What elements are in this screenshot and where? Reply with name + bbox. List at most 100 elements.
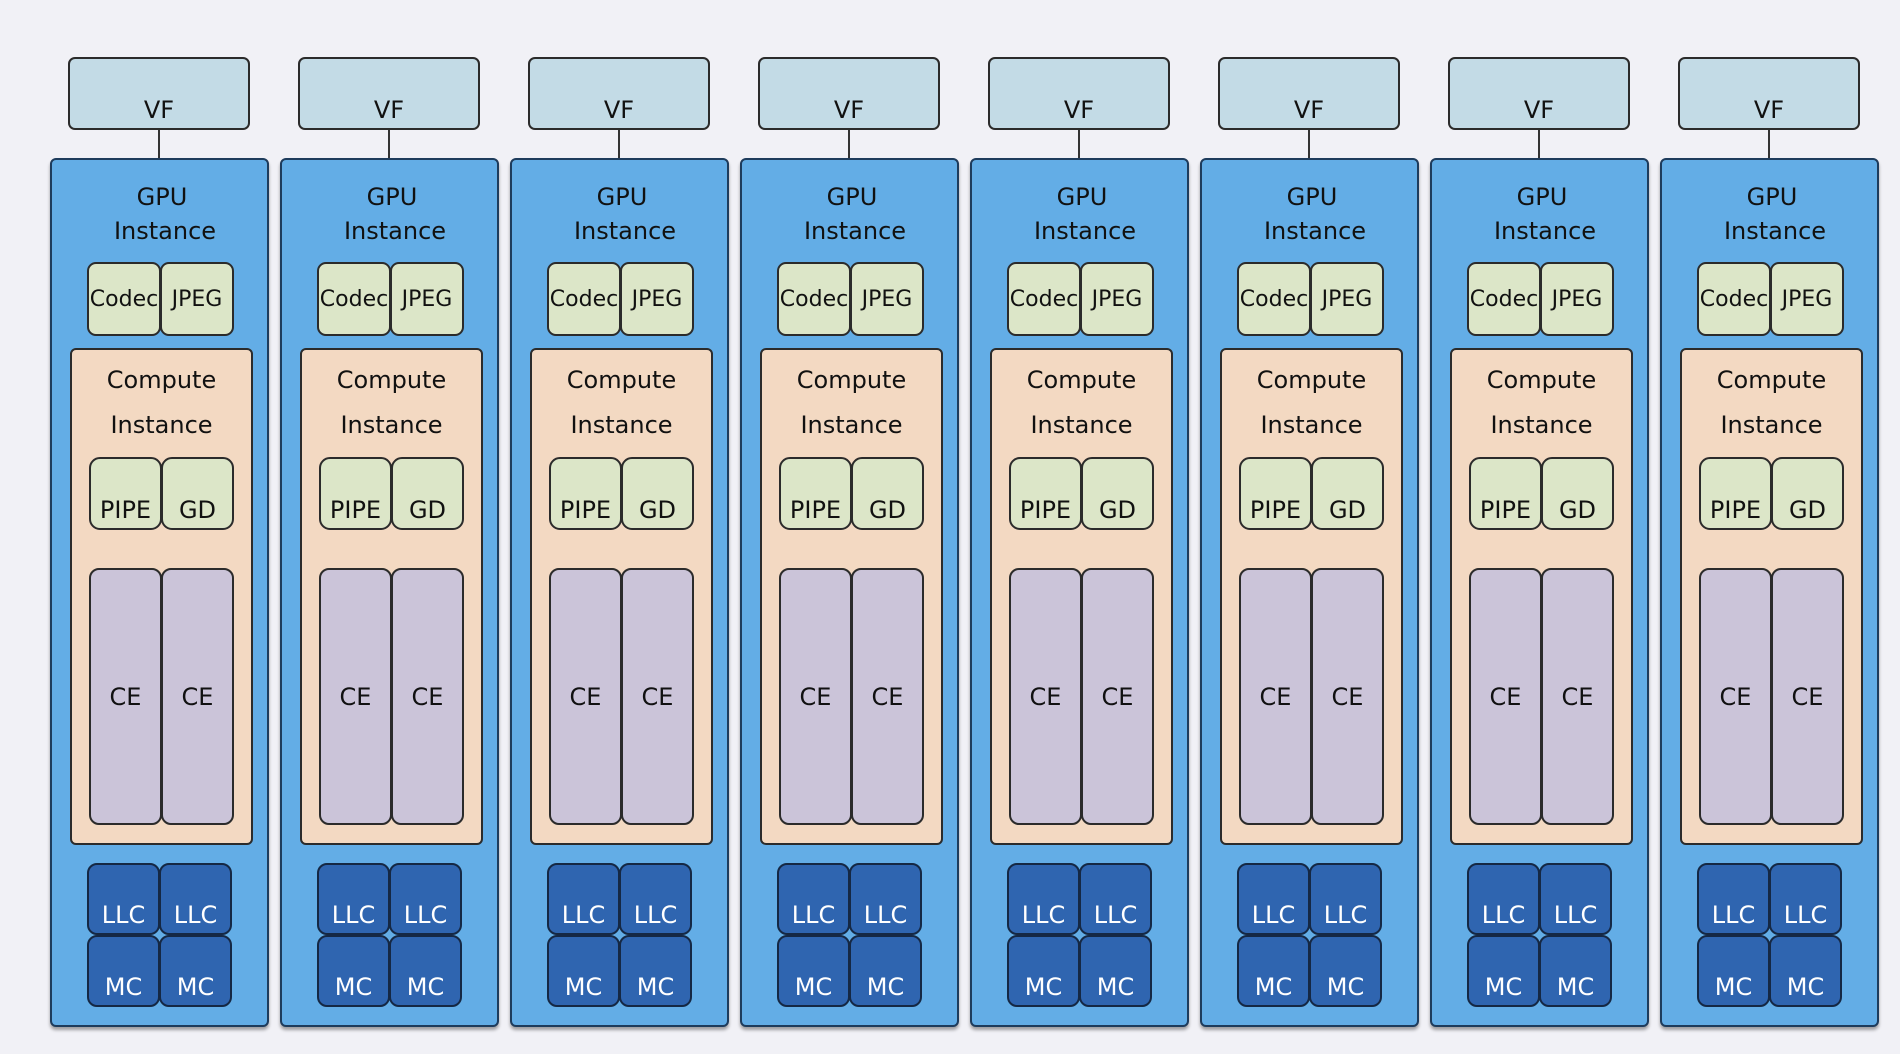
- jpeg-box: JPEG: [1770, 262, 1844, 336]
- ce-box: CE: [1771, 568, 1844, 825]
- mc-box: MC: [547, 935, 620, 1007]
- vf-box: VF: [1448, 57, 1630, 130]
- ce-box: CE: [1009, 568, 1082, 825]
- mc-box: MC: [389, 935, 462, 1007]
- ce-box: CE: [1699, 568, 1772, 825]
- compute-instance-title-line1: Compute: [1486, 366, 1597, 394]
- mc-box: MC: [1697, 935, 1770, 1007]
- codec-box: Codec: [1697, 262, 1771, 336]
- mc-box: MC: [1539, 935, 1612, 1007]
- pipe-box: PIPE: [1699, 457, 1772, 530]
- vf-connector-line: [848, 130, 850, 158]
- compute-instance: Compute Instance PIPE GD CE CE: [70, 348, 253, 845]
- compute-instance-title: Compute Instance: [1452, 358, 1631, 448]
- pipe-box: PIPE: [319, 457, 392, 530]
- gpu-instance-title: GPU Instance: [72, 180, 260, 248]
- codec-box: Codec: [1467, 262, 1541, 336]
- llc-box: LLC: [547, 863, 620, 935]
- vf-box: VF: [298, 57, 480, 130]
- mc-box: MC: [619, 935, 692, 1007]
- compute-instance: Compute Instance PIPE GD CE CE: [760, 348, 943, 845]
- mc-box: MC: [159, 935, 232, 1007]
- compute-instance-title-line1: Compute: [1716, 366, 1827, 394]
- compute-instance: Compute Instance PIPE GD CE CE: [530, 348, 713, 845]
- llc-box: LLC: [1237, 863, 1310, 935]
- llc-box: LLC: [619, 863, 692, 935]
- jpeg-box: JPEG: [1080, 262, 1154, 336]
- gpu-instance-title-line1: GPU: [136, 183, 188, 211]
- gpu-instance-title-line1: GPU: [1056, 183, 1108, 211]
- pipe-box: PIPE: [1239, 457, 1312, 530]
- partition-column: VF GPU Instance Codec JPEG Compute Insta…: [510, 0, 740, 1030]
- gpu-instance-title: GPU Instance: [992, 180, 1180, 248]
- gpu-instance-title-line2: Instance: [113, 217, 217, 245]
- mc-box: MC: [1467, 935, 1540, 1007]
- pipe-box: PIPE: [1469, 457, 1542, 530]
- gpu-instance-title-line2: Instance: [573, 217, 677, 245]
- llc-box: LLC: [1697, 863, 1770, 935]
- vf-box: VF: [68, 57, 250, 130]
- gd-box: GD: [621, 457, 694, 530]
- compute-instance-title-line1: Compute: [1026, 366, 1137, 394]
- gd-box: GD: [391, 457, 464, 530]
- vf-box: VF: [988, 57, 1170, 130]
- ce-box: CE: [851, 568, 924, 825]
- gpu-instance-title-line2: Instance: [1033, 217, 1137, 245]
- compute-instance-title-line2: Instance: [1030, 411, 1133, 439]
- compute-instance-title-line2: Instance: [800, 411, 903, 439]
- compute-instance: Compute Instance PIPE GD CE CE: [1680, 348, 1863, 845]
- mc-box: MC: [1237, 935, 1310, 1007]
- gpu-instance-title: GPU Instance: [1682, 180, 1870, 248]
- llc-box: LLC: [1769, 863, 1842, 935]
- ce-box: CE: [549, 568, 622, 825]
- compute-instance: Compute Instance PIPE GD CE CE: [1220, 348, 1403, 845]
- gd-box: GD: [1081, 457, 1154, 530]
- mc-box: MC: [849, 935, 922, 1007]
- llc-box: LLC: [389, 863, 462, 935]
- vf-box: VF: [1678, 57, 1860, 130]
- codec-box: Codec: [1237, 262, 1311, 336]
- gpu-instance-title-line2: Instance: [803, 217, 907, 245]
- gpu-instance-title-line2: Instance: [1723, 217, 1827, 245]
- compute-instance-title-line1: Compute: [106, 366, 217, 394]
- compute-instance-title: Compute Instance: [532, 358, 711, 448]
- mc-box: MC: [317, 935, 390, 1007]
- llc-box: LLC: [1539, 863, 1612, 935]
- codec-box: Codec: [317, 262, 391, 336]
- jpeg-box: JPEG: [390, 262, 464, 336]
- codec-box: Codec: [547, 262, 621, 336]
- ce-box: CE: [779, 568, 852, 825]
- compute-instance: Compute Instance PIPE GD CE CE: [990, 348, 1173, 845]
- gpu-instance-title-line1: GPU: [366, 183, 418, 211]
- ce-box: CE: [1469, 568, 1542, 825]
- compute-instance-title: Compute Instance: [1682, 358, 1861, 448]
- compute-instance-title-line1: Compute: [1256, 366, 1367, 394]
- llc-box: LLC: [777, 863, 850, 935]
- llc-box: LLC: [1079, 863, 1152, 935]
- pipe-box: PIPE: [89, 457, 162, 530]
- vf-connector-line: [388, 130, 390, 158]
- gpu-instance: GPU Instance Codec JPEG Compute Instance…: [50, 158, 269, 1027]
- ce-box: CE: [161, 568, 234, 825]
- mc-box: MC: [87, 935, 160, 1007]
- compute-instance-title: Compute Instance: [1222, 358, 1401, 448]
- mc-box: MC: [1769, 935, 1842, 1007]
- gpu-instance: GPU Instance Codec JPEG Compute Instance…: [970, 158, 1189, 1027]
- compute-instance-title-line1: Compute: [336, 366, 447, 394]
- compute-instance: Compute Instance PIPE GD CE CE: [300, 348, 483, 845]
- compute-instance-title: Compute Instance: [302, 358, 481, 448]
- compute-instance-title: Compute Instance: [762, 358, 941, 448]
- vf-box: VF: [528, 57, 710, 130]
- ce-box: CE: [391, 568, 464, 825]
- ce-box: CE: [89, 568, 162, 825]
- ce-box: CE: [1081, 568, 1154, 825]
- ce-box: CE: [1239, 568, 1312, 825]
- vf-connector-line: [1538, 130, 1540, 158]
- gpu-instance-title: GPU Instance: [302, 180, 490, 248]
- llc-box: LLC: [1007, 863, 1080, 935]
- pipe-box: PIPE: [779, 457, 852, 530]
- gpu-instance: GPU Instance Codec JPEG Compute Instance…: [510, 158, 729, 1027]
- gpu-instance-title-line1: GPU: [596, 183, 648, 211]
- partition-column: VF GPU Instance Codec JPEG Compute Insta…: [1660, 0, 1890, 1030]
- partition-column: VF GPU Instance Codec JPEG Compute Insta…: [1430, 0, 1660, 1030]
